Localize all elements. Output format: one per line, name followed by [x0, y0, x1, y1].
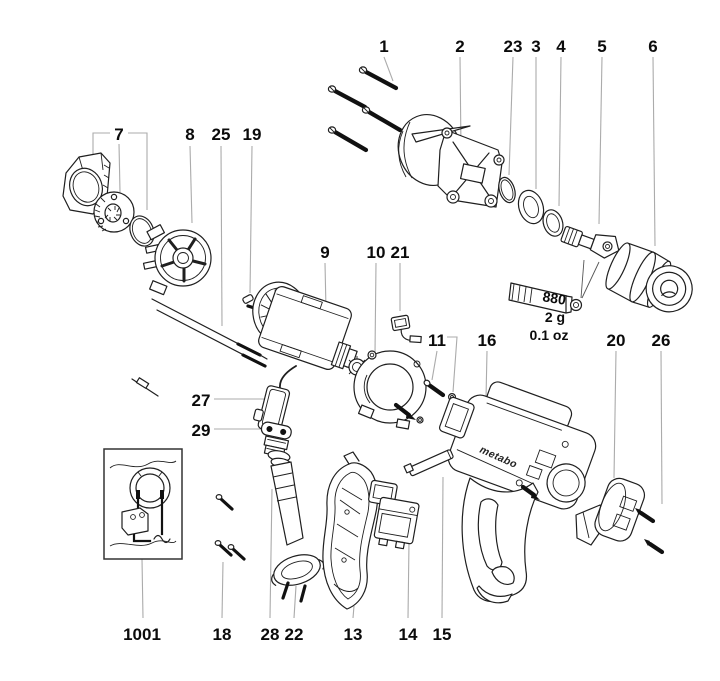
part-13-handle-shell: [322, 451, 379, 610]
label-part-22: 22: [285, 625, 304, 644]
part-29-cable-clamp: [260, 421, 292, 440]
label-part-21: 21: [391, 243, 410, 262]
part-15-slider: [403, 449, 454, 477]
label-part-23: 23: [504, 37, 523, 56]
label-part-5: 5: [597, 37, 606, 56]
part-26-screws: [635, 508, 665, 555]
label-part-11: 11: [428, 331, 446, 350]
part-14-switch: [368, 479, 420, 550]
label-part-2: 2: [455, 37, 464, 56]
label-part-29: 29: [192, 421, 211, 440]
label-part-9: 9: [320, 243, 329, 262]
label-part-20: 20: [607, 331, 626, 350]
part-5-anvil: [560, 225, 620, 259]
label-part-19: 19: [243, 125, 262, 144]
part-11-screw-nut: [393, 379, 457, 424]
part-22-cord-sleeve: [270, 461, 304, 546]
part-6-chuck: [605, 242, 693, 313]
grease-weight-ounces: 0.1 oz: [530, 327, 569, 343]
label-part-1001: 1001: [123, 625, 161, 644]
part-7-ring-nut-assembly: [62, 152, 155, 247]
part-19-pin: [242, 294, 254, 304]
grease-weight-grams: 2 g: [545, 309, 565, 325]
label-part-15: 15: [433, 625, 452, 644]
part-2-gear-housing: [397, 114, 505, 208]
label-part-4: 4: [556, 37, 566, 56]
part-3-washer: [517, 189, 545, 225]
label-part-18: 18: [213, 625, 232, 644]
part-9-armature: [246, 281, 368, 389]
part-1-screws: [327, 66, 403, 153]
label-part-27: 27: [192, 391, 211, 410]
part-1001-wiring-diagram: [103, 448, 183, 560]
label-part-7: 7: [114, 125, 123, 144]
label-part-3: 3: [531, 37, 540, 56]
part-20-rear-cap: [575, 477, 646, 546]
grease-tube: 880 2 g 0.1 oz: [508, 282, 583, 343]
callout-labels: 1 2 23 3 4 5 6 7 8 25 19 9 10 21 11 16 2…: [114, 37, 670, 644]
label-part-25: 25: [212, 125, 231, 144]
part-8-bearing-flange: [142, 224, 212, 296]
label-part-14: 14: [399, 625, 418, 644]
part-4-washer: [542, 209, 564, 237]
part-23-ring: [498, 176, 516, 204]
part-10-flange-ring: [353, 350, 427, 430]
part-25-rods: [131, 298, 268, 397]
part-28-power-cord: [263, 435, 325, 603]
part-21-brush-holder: [390, 314, 422, 344]
label-part-28: 28: [261, 625, 280, 644]
label-part-16: 16: [478, 331, 497, 350]
label-part-26: 26: [652, 331, 671, 350]
label-part-8: 8: [185, 125, 194, 144]
part-18-screws: [214, 494, 246, 561]
label-part-10: 10: [367, 243, 386, 262]
label-part-1: 1: [379, 37, 388, 56]
part-16-motor-housing: metabo: [438, 381, 597, 604]
grease-code: 880: [542, 288, 568, 307]
label-part-13: 13: [344, 625, 363, 644]
label-part-6: 6: [648, 37, 657, 56]
